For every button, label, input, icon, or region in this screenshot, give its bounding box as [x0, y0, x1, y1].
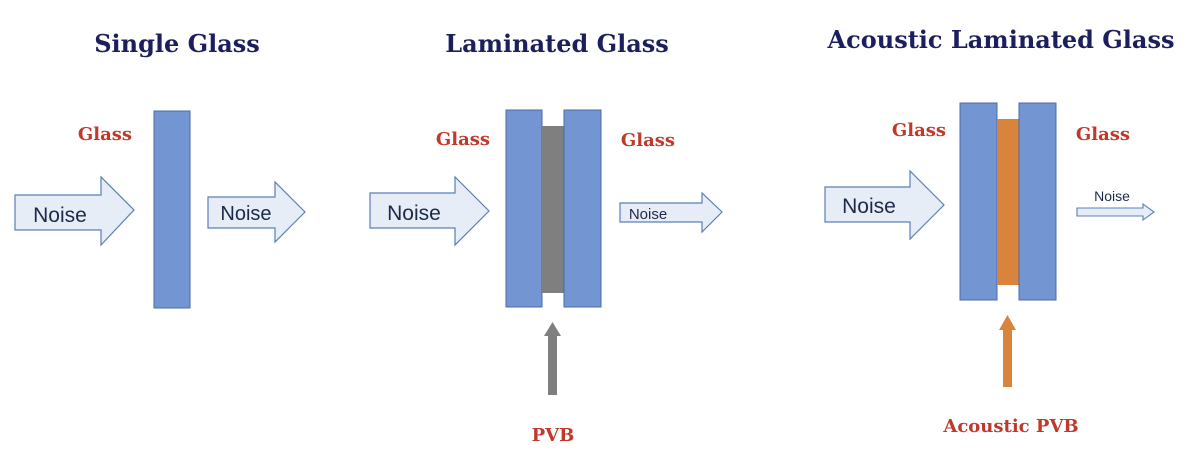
acoustic-glass-label-left: Glass — [892, 120, 946, 141]
arrow-shape — [619, 191, 723, 234]
noise-in-label: Noise — [387, 202, 441, 225]
arrow-shape — [369, 175, 490, 247]
laminated-glass-title: Laminated Glass — [445, 29, 669, 58]
pointer-head — [999, 315, 1016, 330]
noise-in-label: Noise — [842, 195, 896, 218]
single-glass-title: Single Glass — [94, 29, 260, 58]
noise-arrow-in: Noise — [824, 169, 945, 241]
arrow-shape — [824, 169, 945, 241]
glass-pane-left — [505, 109, 543, 308]
noise-arrow-in: Noise — [14, 175, 135, 247]
glass-pane-right — [563, 109, 602, 308]
acoustic-pvb-label: Acoustic PVB — [942, 416, 1078, 437]
laminated-glass-label-right: Glass — [621, 130, 675, 151]
acoustic-pvb-interlayer — [997, 119, 1019, 285]
noise-out-label: Noise — [629, 206, 667, 223]
pointer-head — [544, 322, 561, 336]
pointer-shaft — [1003, 328, 1012, 387]
arrow-shape — [14, 175, 135, 247]
noise-out-label: Noise — [1094, 188, 1130, 204]
acoustic-laminated-glass-title: Acoustic Laminated Glass — [827, 25, 1175, 54]
pvb-pointer-arrow — [544, 322, 561, 395]
acoustic-pvb-pointer-arrow — [999, 315, 1016, 387]
acoustic-glass-label-right: Glass — [1076, 124, 1130, 145]
arrow-shape — [1076, 202, 1155, 222]
noise-arrow-out: Noise — [207, 180, 306, 244]
noise-arrow-out: Noise — [1076, 188, 1155, 222]
laminated-glass-label-left: Glass — [436, 129, 490, 150]
noise-arrow-out: Noise — [619, 191, 723, 234]
noise-arrow-in: Noise — [369, 175, 490, 247]
panel-single-glass: Single Glass Glass Noise Noise — [14, 29, 306, 309]
panel-laminated-glass: Laminated Glass Glass Glass Noise Noise … — [369, 29, 723, 446]
single-glass-label: Glass — [78, 124, 132, 145]
pvb-label: PVB — [532, 425, 575, 446]
arrow-shape — [207, 180, 306, 244]
noise-in-label: Noise — [33, 204, 87, 227]
pointer-shaft — [548, 334, 557, 395]
glass-pane-left — [959, 102, 998, 301]
glass-pane-right — [1018, 102, 1057, 301]
noise-out-label: Noise — [220, 203, 271, 225]
pvb-interlayer — [542, 126, 564, 293]
glass-pane — [153, 110, 191, 309]
panel-acoustic-laminated-glass: Acoustic Laminated Glass Glass Glass Noi… — [824, 25, 1175, 437]
